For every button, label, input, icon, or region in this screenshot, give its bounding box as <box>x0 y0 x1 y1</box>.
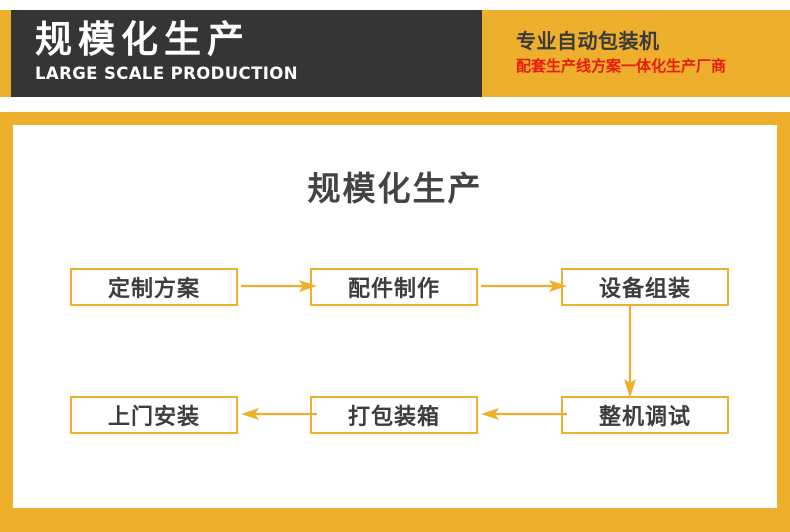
arrow-right-icon-parts-to-assembly <box>481 280 567 292</box>
page-title: 规模化生产 <box>307 169 483 208</box>
content-frame: 规模化生产 定制方案 配件制作 设备组装 上门安装 打包装箱 整机调试 <box>0 112 790 532</box>
tagline-secondary: 配套生产线方案一体化生产厂商 <box>516 57 727 75</box>
header-band: 规模化生产 LARGE SCALE PRODUCTION 专业自动包装机 配套生… <box>0 10 790 97</box>
tagline-primary: 专业自动包装机 <box>516 29 660 53</box>
flow-node-onsite-install[interactable]: 上门安装 <box>70 396 238 434</box>
header-brand-panel: 规模化生产 LARGE SCALE PRODUCTION <box>11 10 482 97</box>
flow-node-custom-plan[interactable]: 定制方案 <box>70 268 238 306</box>
flow-node-packing-crating[interactable]: 打包装箱 <box>310 396 478 434</box>
arrow-left-icon-packing-to-install <box>241 408 317 420</box>
arrow-right-icon-plan-to-parts <box>241 280 317 292</box>
tagline-block: 专业自动包装机 配套生产线方案一体化生产厂商 <box>516 28 790 77</box>
content-frame-inner: 规模化生产 定制方案 配件制作 设备组装 上门安装 打包装箱 整机调试 <box>13 125 777 508</box>
header-accent-stripe <box>0 10 11 97</box>
production-flow-diagram: 定制方案 配件制作 设备组装 上门安装 打包装箱 整机调试 <box>13 125 777 508</box>
brand-title-cn: 规模化生产 <box>35 18 250 61</box>
arrow-down-icon-assembly-to-testing <box>624 305 636 398</box>
brand-block: 规模化生产 LARGE SCALE PRODUCTION <box>35 18 455 85</box>
header-tagline-panel: 专业自动包装机 配套生产线方案一体化生产厂商 <box>482 10 790 97</box>
flow-node-equipment-assembly[interactable]: 设备组装 <box>561 268 729 306</box>
arrow-left-icon-testing-to-packing <box>481 408 567 420</box>
brand-title-en: LARGE SCALE PRODUCTION <box>35 64 298 83</box>
flow-node-machine-testing[interactable]: 整机调试 <box>561 396 729 434</box>
flow-node-parts-making[interactable]: 配件制作 <box>310 268 478 306</box>
